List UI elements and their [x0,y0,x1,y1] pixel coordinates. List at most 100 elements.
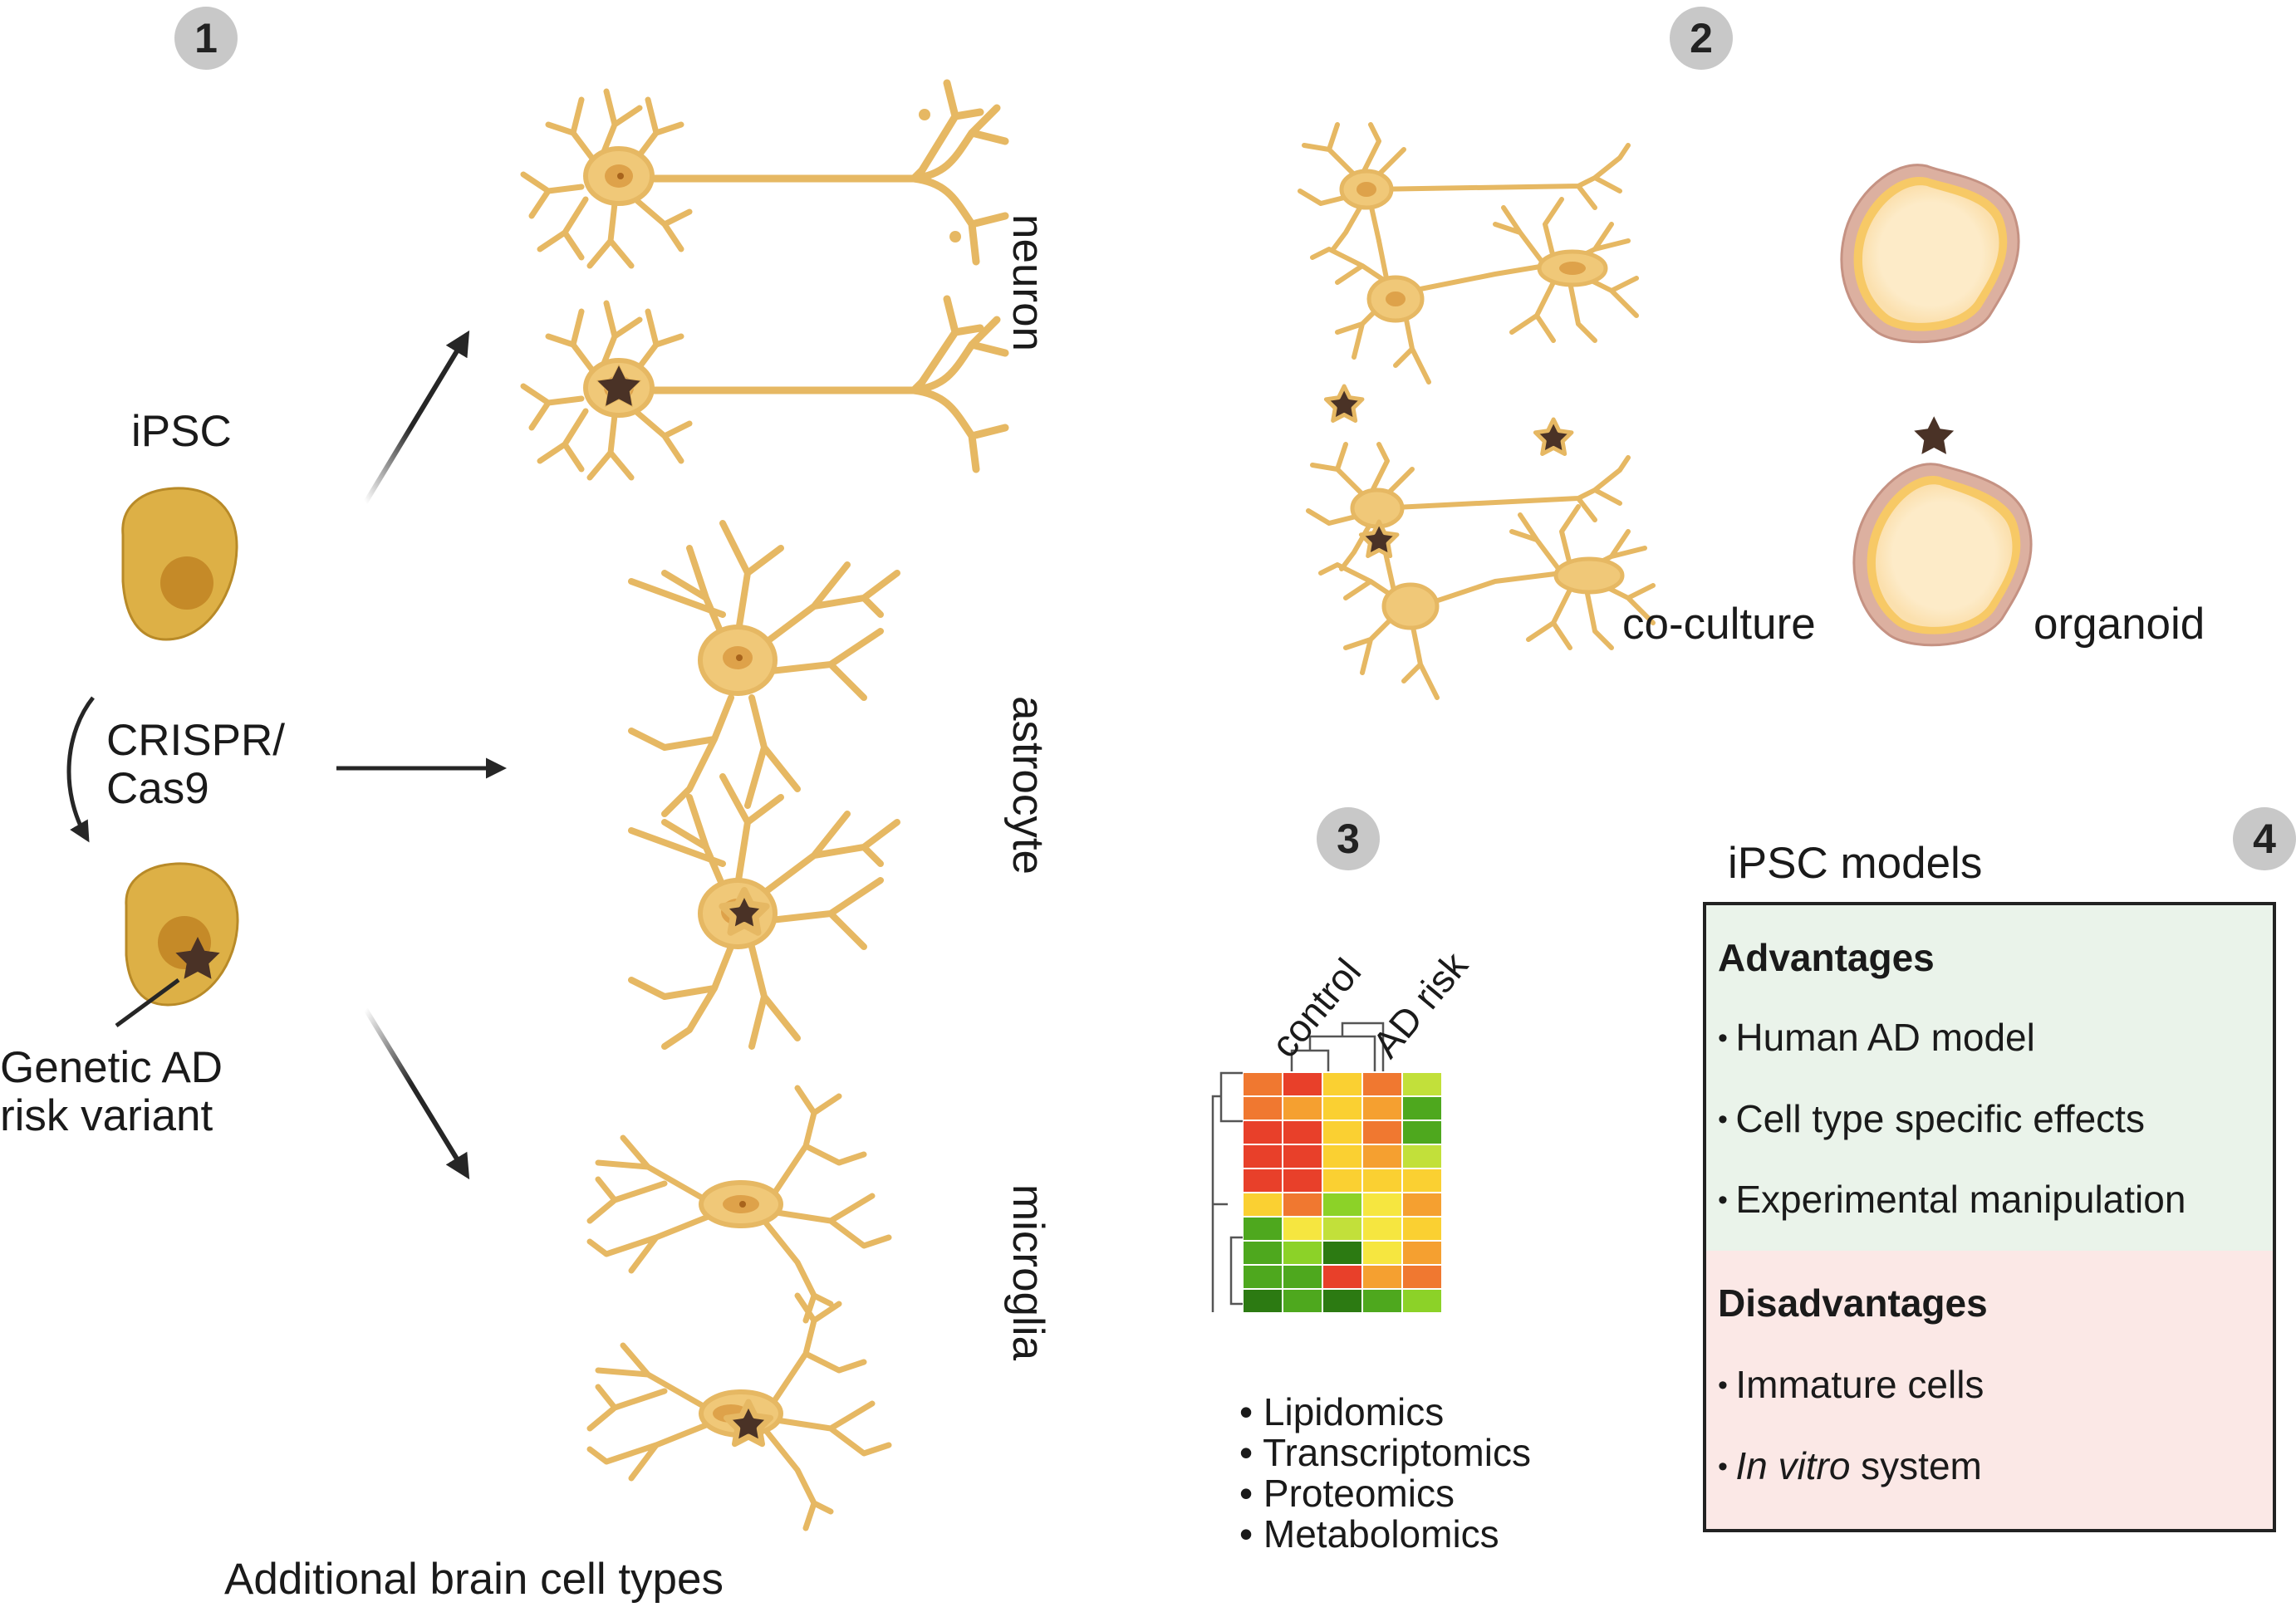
omics-item: Proteomics [1239,1473,1531,1514]
heatmap-cell [1403,1121,1441,1144]
step-badge-2: 2 [1670,7,1733,70]
heatmap-cell [1403,1097,1441,1120]
heatmap-cell [1363,1073,1401,1095]
omics-item: Transcriptomics [1239,1433,1531,1473]
heatmap-cell [1403,1169,1441,1192]
omics-heatmap [1244,1073,1441,1312]
heatmap-cell [1244,1097,1282,1120]
advantage-item: Experimental manipulation [1718,1177,2186,1222]
organoid-control [1840,164,2020,344]
organoid-label: organoid [2034,600,2205,649]
step-badge-4: 4 [2233,807,2296,870]
heatmap-cell [1244,1169,1282,1192]
advantage-item: Cell type specific effects [1718,1096,2145,1141]
omics-list: Lipidomics Transcriptomics Proteomics Me… [1239,1392,1531,1555]
heatmap-cell [1323,1169,1361,1192]
heatmap-cell [1363,1193,1401,1216]
heatmap-cell [1283,1290,1322,1312]
heatmap-cell [1403,1266,1441,1288]
heatmap-cell [1283,1145,1322,1168]
variant-label-line2: risk variant [0,1091,213,1140]
astrocyte-control [628,520,900,817]
crispr-label-line1: CRISPR/ [106,716,285,765]
edited-ipsc-cell [125,862,239,1007]
heatmap-cell [1244,1242,1282,1264]
omics-item: Metabolomics [1239,1514,1531,1555]
heatmap-cell [1323,1266,1361,1288]
variant-label-line1: Genetic AD [0,1043,223,1092]
in-vitro-italic: In vitro [1735,1444,1851,1487]
disadvantage-item: In vitro system [1718,1443,1982,1488]
heatmap-cell [1363,1290,1401,1312]
heatmap-cell [1403,1145,1441,1168]
heatmap-cell [1244,1145,1282,1168]
heatmap-cell [1323,1242,1361,1264]
heatmap-cell [1244,1073,1282,1095]
heatmap-cell [1283,1242,1322,1264]
heatmap-cell [1283,1121,1322,1144]
heatmap-cell [1323,1121,1361,1144]
heatmap-cell [1363,1145,1401,1168]
step-badge-1: 1 [174,7,238,70]
heatmap-cell [1283,1169,1322,1192]
disadvantages-heading: Disadvantages [1718,1281,1988,1325]
heatmap-cell [1323,1193,1361,1216]
heatmap-cell [1244,1290,1282,1312]
microglia-label: microglia [1003,1184,1052,1361]
arrow-to-microglia [363,1007,470,1180]
heatmap-cell [1283,1193,1322,1216]
risk-variant-star-icon [175,937,220,979]
variant-pointer-line [115,977,180,1028]
coculture-ad-risk [1306,386,1656,700]
heatmap-cell [1244,1218,1282,1240]
advantage-item: Human AD model [1718,1015,2035,1060]
heatmap-cell [1323,1290,1361,1312]
heatmap-dendrogram [1211,1022,1385,1312]
ipsc-models-box: Advantages Human AD model Cell type spec… [1703,902,2276,1532]
heatmap-cell [1244,1266,1282,1288]
heatmap-cell [1363,1121,1401,1144]
heatmap-cell [1323,1145,1361,1168]
coculture-label: co-culture [1622,600,1816,649]
disadvantage-item: Immature cells [1718,1362,1984,1407]
heatmap-cell [1363,1218,1401,1240]
heatmap-cell [1403,1073,1441,1095]
neuron-ad-risk [520,295,1009,481]
heatmap-cell [1323,1073,1361,1095]
heatmap-cell [1363,1097,1401,1120]
heatmap-cell [1283,1266,1322,1288]
arrow-to-neuron [363,330,470,504]
heatmap-cell [1363,1169,1401,1192]
microglia-control [586,1085,892,1324]
coculture-control [1298,122,1639,385]
heatmap-cell [1323,1097,1361,1120]
footer-label: Additional brain cell types [224,1555,724,1604]
heatmap-cell [1283,1097,1322,1120]
ipsc-cell [121,487,238,641]
heatmap-cell [1403,1242,1441,1264]
crispr-arrow [66,696,95,843]
heatmap-cell [1403,1193,1441,1216]
heatmap-cell [1363,1266,1401,1288]
astrocyte-label: astrocyte [1003,696,1052,875]
ipsc-models-title: iPSC models [1728,839,1983,888]
neuron-label: neuron [1003,214,1052,352]
heatmap-cell [1323,1218,1361,1240]
ipsc-label: iPSC [131,407,232,456]
heatmap-cell [1244,1121,1282,1144]
heatmap-cell [1403,1218,1441,1240]
heatmap-cell [1283,1073,1322,1095]
in-vitro-rest: system [1850,1444,1982,1487]
organoid-ad-risk [1852,416,2033,647]
heatmap-cell [1283,1218,1322,1240]
heatmap-cell [1403,1290,1441,1312]
heatmap-cell [1244,1193,1282,1216]
microglia-ad-risk [586,1292,892,1531]
heatmap-cell [1363,1242,1401,1264]
astrocyte-ad-risk [628,773,900,1050]
step-badge-3: 3 [1317,807,1380,870]
crispr-label-line2: Cas9 [106,764,209,813]
neuron-control [520,79,1009,269]
